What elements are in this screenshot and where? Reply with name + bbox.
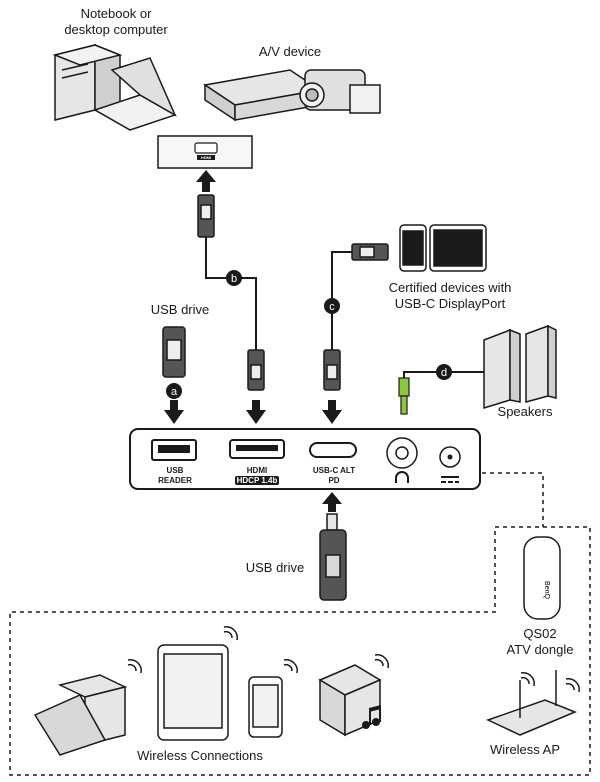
- usb-drive-bottom-icon: [319, 513, 347, 601]
- marker-b: b: [226, 270, 242, 286]
- hdmi-port-label: HDMI: [246, 466, 268, 475]
- speaker-cube-icon: [318, 664, 382, 737]
- phone-icon: [248, 676, 283, 738]
- dc-power-icon: [441, 476, 459, 483]
- certified-devices-icon: [399, 224, 487, 272]
- music-note-icon: [362, 705, 381, 729]
- svg-text:d: d: [441, 367, 447, 379]
- wireless-connections-label: Wireless Connections: [137, 748, 263, 763]
- wifi-signal-icon: [127, 626, 580, 693]
- usb-drive-top-label: USB drive: [150, 302, 210, 317]
- marker-d: d: [436, 364, 452, 380]
- computer-icon: [52, 43, 177, 131]
- speakers-label: Speakers: [497, 404, 553, 419]
- arrow-up-hdmi: [196, 170, 216, 192]
- arrow-up-usbc: [322, 492, 342, 512]
- hdmi-cable: [205, 237, 257, 350]
- wireless-ap-label: Wireless AP: [489, 742, 561, 757]
- hdmi-plug-top: [197, 194, 215, 238]
- svg-text:c: c: [329, 301, 335, 313]
- arrow-down-hdmi: [246, 400, 266, 424]
- computer-label: Notebook or desktop computer: [64, 6, 168, 37]
- hdmi-source-port: [157, 135, 253, 169]
- usb-drive-top-icon: [162, 326, 186, 378]
- hdcp-badge: HDCP 1.4b: [230, 476, 284, 486]
- wireless-ap-icon: [486, 670, 577, 736]
- dongle-label: QS02 ATV dongle: [506, 626, 574, 657]
- usb-drive-bottom-label: USB drive: [245, 560, 305, 575]
- audio-plug: [398, 377, 410, 415]
- marker-a: a: [166, 383, 182, 399]
- dongle-icon: [523, 536, 561, 620]
- av-device-label: A/V device: [258, 44, 322, 59]
- svg-text:a: a: [171, 386, 178, 398]
- svg-text:b: b: [231, 273, 237, 285]
- hdcp-badge-text: HDCP 1.4b: [234, 476, 280, 485]
- hdmi-port-small-label: HDMI: [201, 155, 211, 160]
- dongle-brand: BenQ: [543, 581, 550, 599]
- certified-devices-label: Certified devices with USB-C DisplayPort: [388, 280, 512, 311]
- av-device-icon: [203, 69, 381, 122]
- usbc-cable: [331, 251, 352, 350]
- arrow-down-usb: [164, 400, 184, 424]
- marker-c: c: [324, 298, 340, 314]
- usbc-plug-top: [351, 243, 389, 261]
- wireless-computer-icon: [33, 674, 128, 756]
- wireless-network-lines: [9, 472, 591, 776]
- port-panel: [129, 428, 481, 490]
- usb-reader-port-label: USB READER: [158, 466, 192, 485]
- usbc-plug-bottom: [323, 349, 341, 391]
- tablet-icon: [157, 644, 229, 741]
- arrow-down-usbc: [322, 400, 342, 424]
- usbc-port-label: USB-C ALT PD: [312, 466, 356, 485]
- speakers-icon: [483, 324, 557, 410]
- headphone-icon: [395, 471, 409, 483]
- hdmi-plug-bottom: [247, 349, 265, 391]
